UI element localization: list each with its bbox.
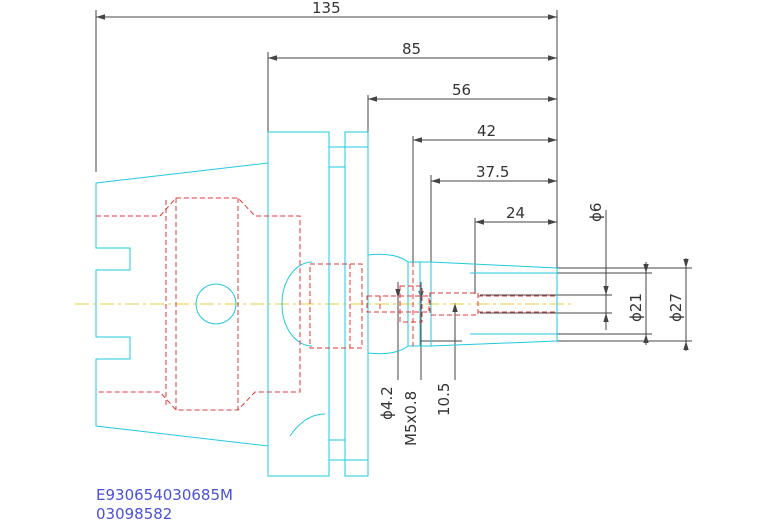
part-codes: E930654030685M 03098582 [96, 486, 233, 524]
dim-dia-21: ϕ21 [627, 293, 645, 322]
dim-dia-27: ϕ27 [667, 293, 685, 322]
dim-135: 135 [312, 0, 341, 17]
dimension-lines [95, 10, 692, 380]
part-code-line-1: E930654030685M [96, 486, 233, 504]
dim-dia-4-2: ϕ4.2 [378, 386, 396, 420]
dim-10-5: 10.5 [435, 383, 453, 416]
dim-dia-6: ϕ6 [587, 203, 605, 222]
dim-85: 85 [402, 40, 421, 58]
dim-24: 24 [506, 204, 525, 222]
dim-37-5: 37.5 [476, 163, 509, 181]
dim-thread-m5: M5x0.8 [402, 391, 420, 446]
hidden-lines [96, 197, 557, 411]
part-code-line-2: 03098582 [96, 505, 173, 523]
holder-outline [95, 131, 558, 477]
dim-42: 42 [477, 122, 496, 140]
dim-56: 56 [452, 81, 471, 99]
